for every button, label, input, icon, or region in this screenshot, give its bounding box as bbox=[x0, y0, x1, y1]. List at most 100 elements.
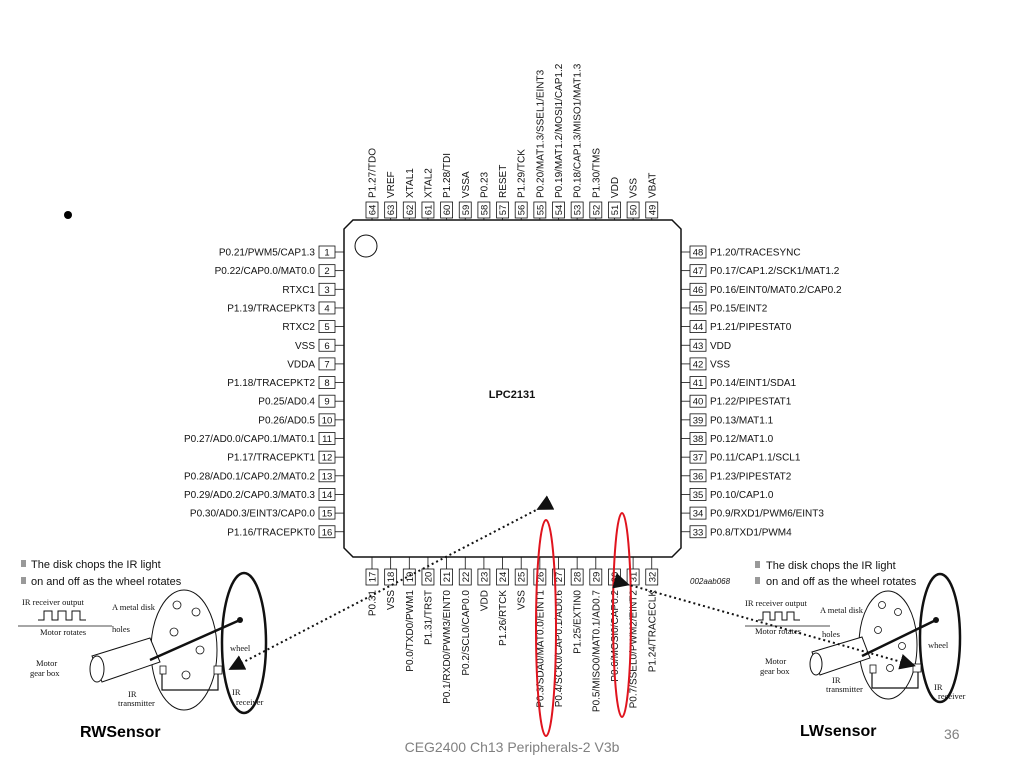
pin-box bbox=[589, 568, 603, 586]
rw-disk-hole bbox=[195, 645, 205, 655]
pin-label: P1.24/TRACECLK bbox=[647, 590, 658, 673]
pin-label: RESET bbox=[498, 165, 509, 198]
pin-number: 63 bbox=[386, 205, 397, 216]
lw-ir-output-label: IR receiver output bbox=[745, 598, 807, 608]
rw-disk-hole bbox=[169, 627, 179, 637]
rw-axle-end bbox=[237, 617, 243, 623]
pin-9: 9P0.25/AD0.4 bbox=[258, 394, 344, 408]
lw-ir-transmitter-label-2: transmitter bbox=[826, 684, 863, 694]
rw-motor-label-1: Motor bbox=[36, 658, 57, 668]
rw-ir-receiver-label-1: IR bbox=[232, 687, 241, 697]
pin-label: P1.31/TRST bbox=[423, 590, 434, 645]
pin-number: 6 bbox=[324, 341, 329, 352]
pin-label: P0.19/MAT1.2/MOSI1/CAP1.2 bbox=[554, 63, 565, 198]
pin-number: 61 bbox=[423, 205, 434, 216]
lw-sensor-title: LWsensor bbox=[800, 723, 876, 740]
pin-1: 1P0.21/PWM5/CAP1.3 bbox=[219, 245, 344, 259]
pin-48: 48 P1.20/TRACESYNC bbox=[681, 245, 801, 259]
pin-label: P1.21/PIPESTAT0 bbox=[710, 322, 792, 333]
pin-box bbox=[689, 320, 707, 334]
pin-box bbox=[689, 506, 707, 520]
pin-number: 30 bbox=[610, 572, 621, 583]
lw-axle-end bbox=[933, 617, 939, 623]
rw-motor-end bbox=[89, 655, 105, 683]
pin-label: P0.14/EINT1/SDA1 bbox=[710, 378, 797, 389]
pin-number: 21 bbox=[442, 572, 453, 583]
rw-disk-hole bbox=[191, 607, 201, 617]
pin-label: P0.30/AD0.3/EINT3/CAP0.0 bbox=[190, 509, 316, 520]
lw-ir-emitter bbox=[869, 664, 877, 674]
lw-holes-label: holes bbox=[822, 629, 840, 639]
pin-number: 55 bbox=[535, 205, 546, 216]
pin-number: 56 bbox=[517, 205, 528, 216]
pin-box bbox=[689, 282, 707, 296]
rw-ir-output-label: IR receiver output bbox=[22, 597, 84, 607]
lw-caption-line2: on and off as the wheel rotates bbox=[766, 576, 917, 588]
pin-label: P0.18/CAP1.3/MISO1/MAT1.3 bbox=[573, 63, 584, 198]
pin-number: 33 bbox=[693, 527, 704, 538]
lw-caption-square-2 bbox=[755, 577, 760, 584]
lw-motor-rotates-label: Motor rotates bbox=[755, 626, 801, 636]
bullet-point bbox=[64, 211, 72, 219]
pin-label: RTXC1 bbox=[282, 285, 315, 296]
pin-label: P0.17/CAP1.2/SCK1/MAT1.2 bbox=[710, 266, 840, 277]
pin-number: 15 bbox=[322, 509, 333, 520]
pin-label: P0.0/TXD0/PWM1 bbox=[405, 590, 416, 672]
pin-label: P0.15/EINT2 bbox=[710, 303, 768, 314]
rw-disk-hole bbox=[181, 670, 191, 680]
pin-label: P0.1/RXD0/PWM3/EINT0 bbox=[442, 590, 453, 704]
rw-ir-emitter bbox=[159, 665, 167, 675]
pin-label: P1.20/TRACESYNC bbox=[710, 248, 801, 259]
pin-number: 20 bbox=[423, 572, 434, 583]
pin-number: 49 bbox=[647, 205, 658, 216]
pin-box bbox=[689, 301, 707, 315]
lw-ir-receiver-label-2: receiver bbox=[938, 691, 966, 701]
rw-ir-bracket bbox=[161, 668, 219, 691]
rw-ir-transmitter-label-2: transmitter bbox=[118, 698, 155, 708]
rw-sensor-diagram: The disk chops the IR light on and off a… bbox=[18, 559, 268, 741]
rw-disk-hole bbox=[172, 600, 182, 610]
lw-pulse-waveform bbox=[758, 611, 800, 621]
pin-number: 18 bbox=[386, 572, 397, 583]
pin-label: P0.27/AD0.0/CAP0.1/MAT0.1 bbox=[184, 434, 315, 445]
pin-box bbox=[689, 357, 707, 371]
pin-label: P1.29/TCK bbox=[517, 149, 528, 198]
pin-number: 46 bbox=[693, 285, 704, 296]
pin-number: 5 bbox=[324, 322, 329, 333]
pin-number: 59 bbox=[461, 205, 472, 216]
pin-number: 12 bbox=[322, 453, 333, 464]
pin-label: P1.27/TDO bbox=[368, 148, 379, 198]
pin-number: 17 bbox=[368, 572, 379, 583]
pin-8: 8P1.18/TRACEPKT2 bbox=[227, 376, 344, 389]
pin-box bbox=[689, 264, 707, 278]
pin-number: 8 bbox=[324, 378, 329, 389]
pin-number: 58 bbox=[479, 205, 490, 216]
top-pin-group: 64P1.27/TDO63VREF62XTAL161XTAL260P1.28/T… bbox=[365, 63, 658, 220]
lw-caption-line1: The disk chops the IR light bbox=[766, 560, 896, 572]
lw-caption-square-1 bbox=[755, 561, 760, 568]
pin-number: 48 bbox=[693, 248, 704, 259]
rw-ir-transmitter-label-1: IR bbox=[128, 689, 137, 699]
pin-box bbox=[689, 469, 707, 483]
